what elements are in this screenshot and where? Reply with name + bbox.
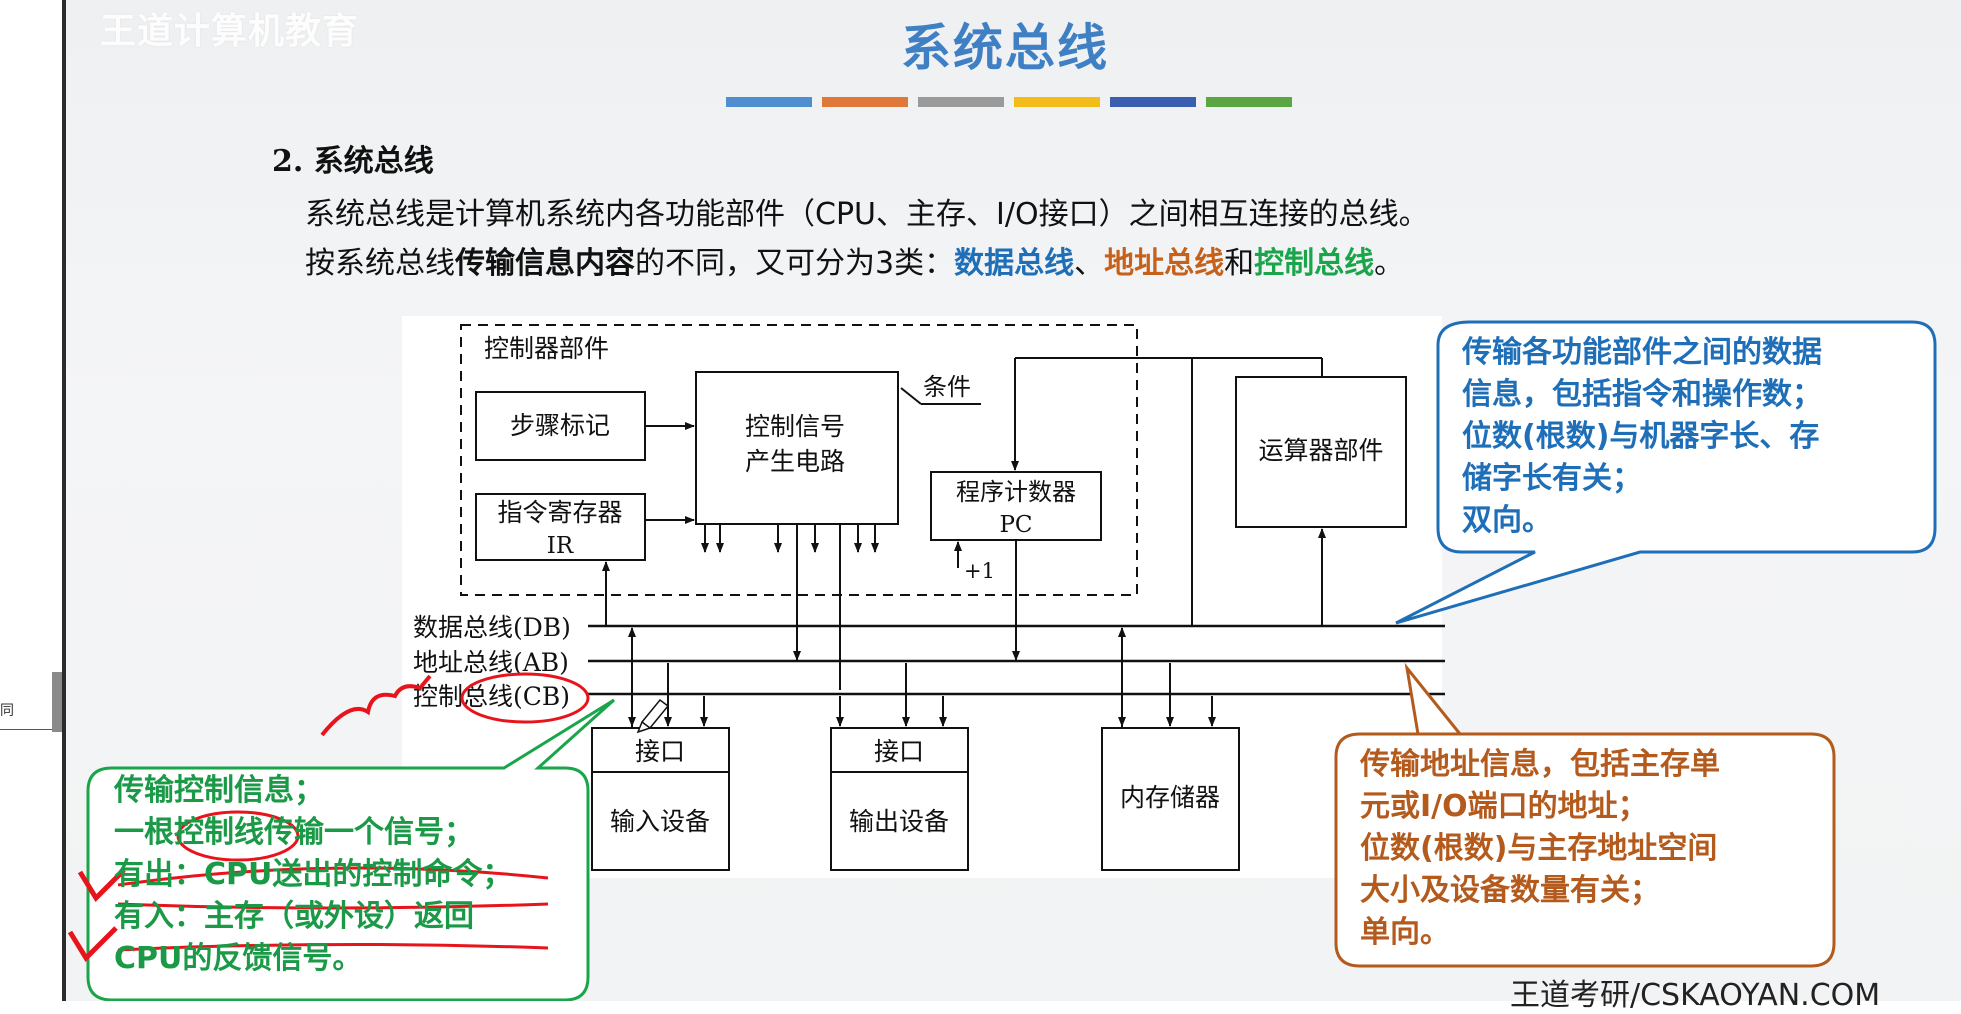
output-device-label: 输出设备 bbox=[849, 807, 949, 836]
input-interface-label: 接口 bbox=[635, 737, 685, 766]
address-bus-callout-text: 传输地址信息，包括主存单 元或I/O端口的地址； 位数(根数)与主存地址空间 大… bbox=[1360, 744, 1820, 954]
ir-label: IR bbox=[547, 533, 574, 559]
red-underline bbox=[117, 866, 549, 887]
left-panel-line bbox=[0, 729, 62, 730]
classification-part: 按系统总线 bbox=[305, 246, 455, 281]
classification-part: 和 bbox=[1224, 246, 1255, 281]
callout-line: 双向。 bbox=[1462, 503, 1552, 538]
address-bus-callout bbox=[1334, 662, 1836, 968]
page-title: 系统总线 bbox=[901, 19, 1109, 77]
callout-line: 传输地址信息，包括主存单 bbox=[1360, 747, 1720, 782]
control-bus-callout-text: 传输控制信息； 一根控制线传输一个信号； 有出：CPU送出的控制命令； 有入：主… bbox=[114, 770, 594, 980]
instruction-register-box bbox=[475, 493, 646, 561]
address-bus-term: 地址总线 bbox=[1104, 246, 1225, 281]
step-marker-label: 步骤标记 bbox=[510, 411, 610, 440]
classification-text: 按系统总线传输信息内容的不同，又可分为3类：数据总线、地址总线和控制总线。 bbox=[305, 238, 1404, 282]
left-panel-char: 同 bbox=[0, 703, 14, 719]
title-bar-4 bbox=[1014, 97, 1100, 107]
red-arrow-scribble bbox=[320, 674, 432, 737]
red-checkmark bbox=[77, 868, 126, 903]
footer-brand: 王道考研/CSKAOYAN.COM bbox=[1510, 978, 1881, 1013]
watermark-logo: 王道计算机教育 bbox=[100, 11, 360, 52]
callout-line: 大小及设备数量有关； bbox=[1360, 873, 1660, 908]
address-bus-label: 地址总线(AB) bbox=[413, 648, 569, 677]
left-panel-scroll-tab[interactable] bbox=[52, 672, 64, 732]
input-device-label: 输入设备 bbox=[610, 807, 710, 836]
callout-line: 单向。 bbox=[1360, 915, 1450, 950]
input-device-box bbox=[591, 727, 730, 871]
memory-label: 内存储器 bbox=[1120, 783, 1220, 812]
data-bus-callout-text: 传输各功能部件之间的数据 信息，包括指令和操作数； 位数(根数)与机器字长、存 … bbox=[1462, 332, 1922, 542]
alu-label: 运算器部件 bbox=[1258, 436, 1383, 465]
control-bus-label: 控制总线(CB) bbox=[413, 682, 570, 711]
title-bar-6 bbox=[1206, 97, 1292, 107]
memory-box bbox=[1101, 727, 1240, 871]
control-bus-term: 控制总线 bbox=[1254, 246, 1375, 281]
callout-line: 传输控制信息； bbox=[114, 773, 324, 808]
condition-arrow bbox=[900, 387, 922, 405]
controller-box bbox=[460, 324, 1138, 596]
callout-line: 传输各功能部件之间的数据 bbox=[1462, 335, 1822, 370]
red-circle-cb bbox=[460, 672, 590, 724]
section-heading: 2. 系统总线 bbox=[272, 144, 434, 179]
data-bus-label: 数据总线(DB) bbox=[413, 613, 571, 642]
control-signal-label-1: 控制信号 bbox=[745, 412, 845, 441]
classification-part: 的不同，又可分为3类： bbox=[635, 246, 955, 281]
classification-part: 。 bbox=[1374, 246, 1405, 281]
title-bar-2 bbox=[822, 97, 908, 107]
data-bus-term: 数据总线 bbox=[954, 246, 1075, 281]
callout-line: 有出：CPU送出的控制命令； bbox=[114, 857, 513, 892]
red-circle-control-line bbox=[176, 810, 300, 862]
pen-cursor-icon bbox=[636, 698, 670, 734]
callout-line: 信息，包括指令和操作数； bbox=[1462, 377, 1822, 412]
callout-line: 储字长有关； bbox=[1462, 461, 1642, 496]
control-signal-label-2: 产生电路 bbox=[745, 447, 845, 476]
instruction-register-label: 指令寄存器 bbox=[497, 498, 622, 527]
output-device-box bbox=[830, 727, 969, 871]
data-bus-callout bbox=[1395, 320, 1937, 625]
definition-text: 系统总线是计算机系统内各功能部件（CPU、主存、I/O接口）之间相互连接的总线。 bbox=[305, 197, 1429, 232]
callout-line: 位数(根数)与主存地址空间 bbox=[1360, 831, 1718, 866]
callout-line: 有入：主存（或外设）返回 bbox=[114, 899, 474, 934]
red-underline bbox=[117, 902, 549, 910]
pc-label: PC bbox=[999, 512, 1032, 538]
plus-one-label: +1 bbox=[964, 559, 995, 583]
callout-line: 位数(根数)与机器字长、存 bbox=[1462, 419, 1820, 454]
classification-part: 、 bbox=[1074, 246, 1105, 281]
panel-divider[interactable] bbox=[62, 0, 66, 1001]
classification-emphasis: 传输信息内容 bbox=[455, 246, 635, 281]
title-bar-1 bbox=[726, 97, 812, 107]
control-bus-callout bbox=[86, 698, 616, 1001]
callout-line: CPU的反馈信号。 bbox=[114, 941, 363, 976]
program-counter-label: 程序计数器 bbox=[956, 478, 1076, 506]
red-checkmark bbox=[67, 926, 118, 963]
red-underline bbox=[117, 942, 549, 952]
title-bar-5 bbox=[1110, 97, 1196, 107]
output-interface-label: 接口 bbox=[874, 737, 924, 766]
left-panel: 同 bbox=[0, 0, 62, 1001]
callout-line: 一根控制线传输一个信号； bbox=[114, 815, 474, 850]
controller-label: 控制器部件 bbox=[484, 334, 609, 363]
condition-label: 条件 bbox=[923, 373, 971, 401]
title-bar-3 bbox=[918, 97, 1004, 107]
callout-line: 元或I/O端口的地址； bbox=[1360, 789, 1648, 824]
